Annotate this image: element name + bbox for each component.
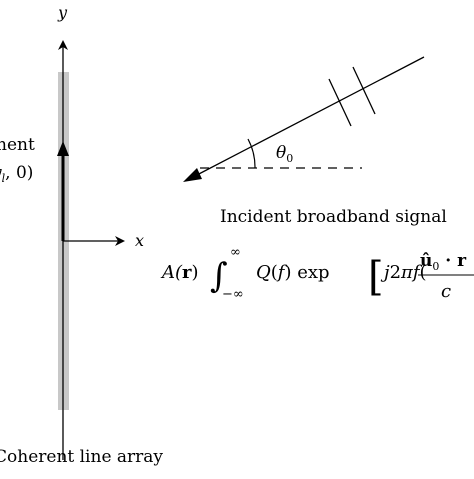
formula-denominator: c — [441, 281, 451, 302]
wavefront-tick-1 — [328, 78, 352, 127]
formula-j: j2πf( — [380, 262, 427, 283]
incident-wave-line — [194, 56, 425, 177]
x-axis-label: x — [135, 231, 144, 250]
formula-A: A(r) — [160, 262, 199, 283]
formula-numerator: û0 · r — [420, 251, 467, 273]
formula-Q: Q(f) exp — [256, 262, 330, 283]
line-array-caption: Coherent line array — [0, 447, 163, 467]
element-label-y: y — [0, 163, 2, 183]
y-axis-label: y — [57, 3, 68, 22]
element-vector-arrowhead — [57, 141, 69, 156]
element-label-line1: nent — [0, 135, 35, 155]
element-label-tail: , 0) — [5, 163, 33, 183]
theta-angle-arc — [247, 138, 256, 169]
element-label-sub: l — [2, 172, 6, 185]
formula-bracket: [ — [368, 254, 384, 300]
integral-lower-limit: −∞ — [222, 287, 244, 302]
element-label-line2: yl, 0) — [0, 163, 33, 185]
integral-sign: ∫ — [210, 256, 228, 296]
theta-label: θ0 — [276, 143, 293, 165]
incident-signal-formula: A(r) ∫ ∞ −∞ Q(f) exp [ j2πf( û0 · r c — [160, 245, 474, 302]
wavefront-tick-2 — [352, 66, 376, 115]
incident-signal-caption: Incident broadband signal — [220, 207, 447, 227]
incident-wave-arrowhead — [183, 168, 202, 182]
integral-upper-limit: ∞ — [230, 245, 241, 260]
